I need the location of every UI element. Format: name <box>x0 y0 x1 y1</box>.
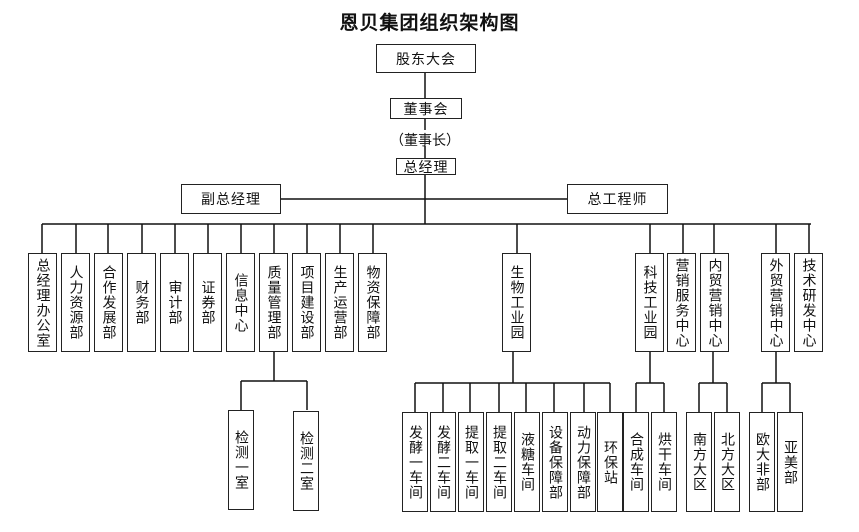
sub-liquid-sugar: 液糖车间 <box>514 412 540 512</box>
sub-synthesis: 合成车间 <box>623 412 649 512</box>
dept-cooperation: 合作发展部 <box>94 253 123 352</box>
sub-ferment-2: 发酵二车间 <box>430 412 456 512</box>
node-deputy-gm: 副总经理 <box>181 184 281 214</box>
chart-title: 恩贝集团组织架构图 <box>339 12 520 34</box>
dept-info-center: 信息中心 <box>226 253 255 352</box>
node-chairman: （董事长） <box>390 133 460 149</box>
sub-europe-africa: 欧大非部 <box>749 412 775 512</box>
dept-marketing-service: 营销服务中心 <box>667 253 696 352</box>
dept-hr: 人力资源部 <box>61 253 90 352</box>
dept-bio-park: 生物工业园 <box>502 253 531 352</box>
dept-gm-office: 总经理办公室 <box>28 253 57 352</box>
dept-rd-center: 技术研发中心 <box>794 253 823 352</box>
sub-environment: 环保站 <box>597 412 623 512</box>
node-general-manager: 总经理 <box>396 158 456 176</box>
dept-audit: 审计部 <box>160 253 189 352</box>
dept-production: 生产运营部 <box>325 253 354 352</box>
sub-ferment-1: 发酵一车间 <box>402 412 428 512</box>
sub-equipment: 设备保障部 <box>542 412 568 512</box>
dept-foreign-marketing: 外贸营销中心 <box>761 253 790 352</box>
sub-lab-2: 检测二室 <box>293 411 319 511</box>
dept-materials: 物资保障部 <box>358 253 387 352</box>
node-board: 董事会 <box>390 98 462 119</box>
dept-securities: 证券部 <box>193 253 222 352</box>
sub-south-region: 南方大区 <box>686 412 712 512</box>
sub-extract-1: 提取一车间 <box>458 412 484 512</box>
dept-domestic-marketing: 内贸营销中心 <box>700 253 729 352</box>
node-chief-engineer: 总工程师 <box>567 184 668 214</box>
sub-extract-2: 提取二车间 <box>486 412 512 512</box>
sub-drying: 烘干车间 <box>651 412 677 512</box>
sub-lab-1: 检测一室 <box>228 410 254 510</box>
dept-quality: 质量管理部 <box>259 253 288 352</box>
sub-north-region: 北方大区 <box>714 412 740 512</box>
dept-project: 项目建设部 <box>292 253 321 352</box>
dept-finance: 财务部 <box>127 253 156 352</box>
node-shareholders: 股东大会 <box>376 44 476 73</box>
sub-asia-america: 亚美部 <box>777 412 803 512</box>
sub-power: 动力保障部 <box>570 412 596 512</box>
dept-tech-park: 科技工业园 <box>635 253 664 352</box>
